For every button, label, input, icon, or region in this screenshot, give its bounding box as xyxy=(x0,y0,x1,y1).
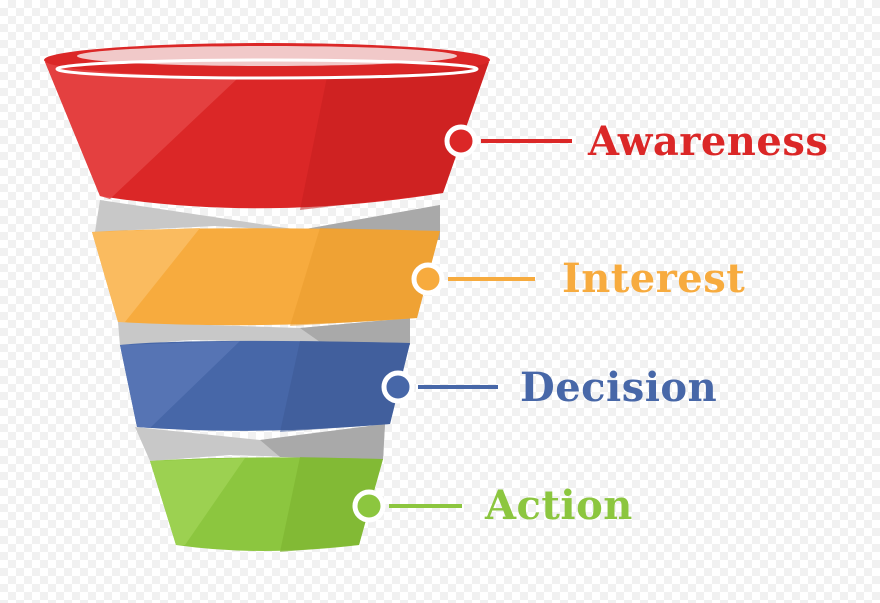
callout-decision: Decision xyxy=(381,364,717,411)
funnel-stage-action xyxy=(150,457,383,552)
callout-action: Action xyxy=(352,482,633,529)
funnel-stage-awareness xyxy=(44,43,490,210)
callout-interest: Interest xyxy=(411,255,745,302)
stage-label-decision: Decision xyxy=(520,364,717,411)
funnel-band-interest-shadow xyxy=(290,228,440,326)
funnel-rim-line xyxy=(55,58,479,80)
callout-dot-awareness xyxy=(444,124,478,158)
funnel-band-awareness-highlight xyxy=(45,62,255,199)
callout-dot-action xyxy=(352,489,386,523)
stage-label-awareness: Awareness xyxy=(587,118,828,165)
callout-awareness: Awareness xyxy=(444,118,828,165)
funnel-stage-decision xyxy=(120,340,410,432)
callout-dot-interest xyxy=(411,262,445,296)
ribbon-interest-decision-shade xyxy=(300,318,410,345)
funnel-band-decision-shadow xyxy=(280,341,410,432)
funnel-band-action-shadow xyxy=(280,457,383,552)
funnel-stage-interest xyxy=(92,228,440,326)
stage-label-interest: Interest xyxy=(562,255,745,302)
stage-label-action: Action xyxy=(484,482,633,529)
callout-dot-decision xyxy=(381,370,415,404)
funnel-band-action-highlight xyxy=(150,458,245,545)
funnel-band-decision-highlight xyxy=(120,341,240,428)
funnel-band-interest-highlight xyxy=(92,228,200,322)
funnel-band-awareness-shadow xyxy=(300,62,489,210)
ribbon-decision-action-shade xyxy=(260,424,385,460)
